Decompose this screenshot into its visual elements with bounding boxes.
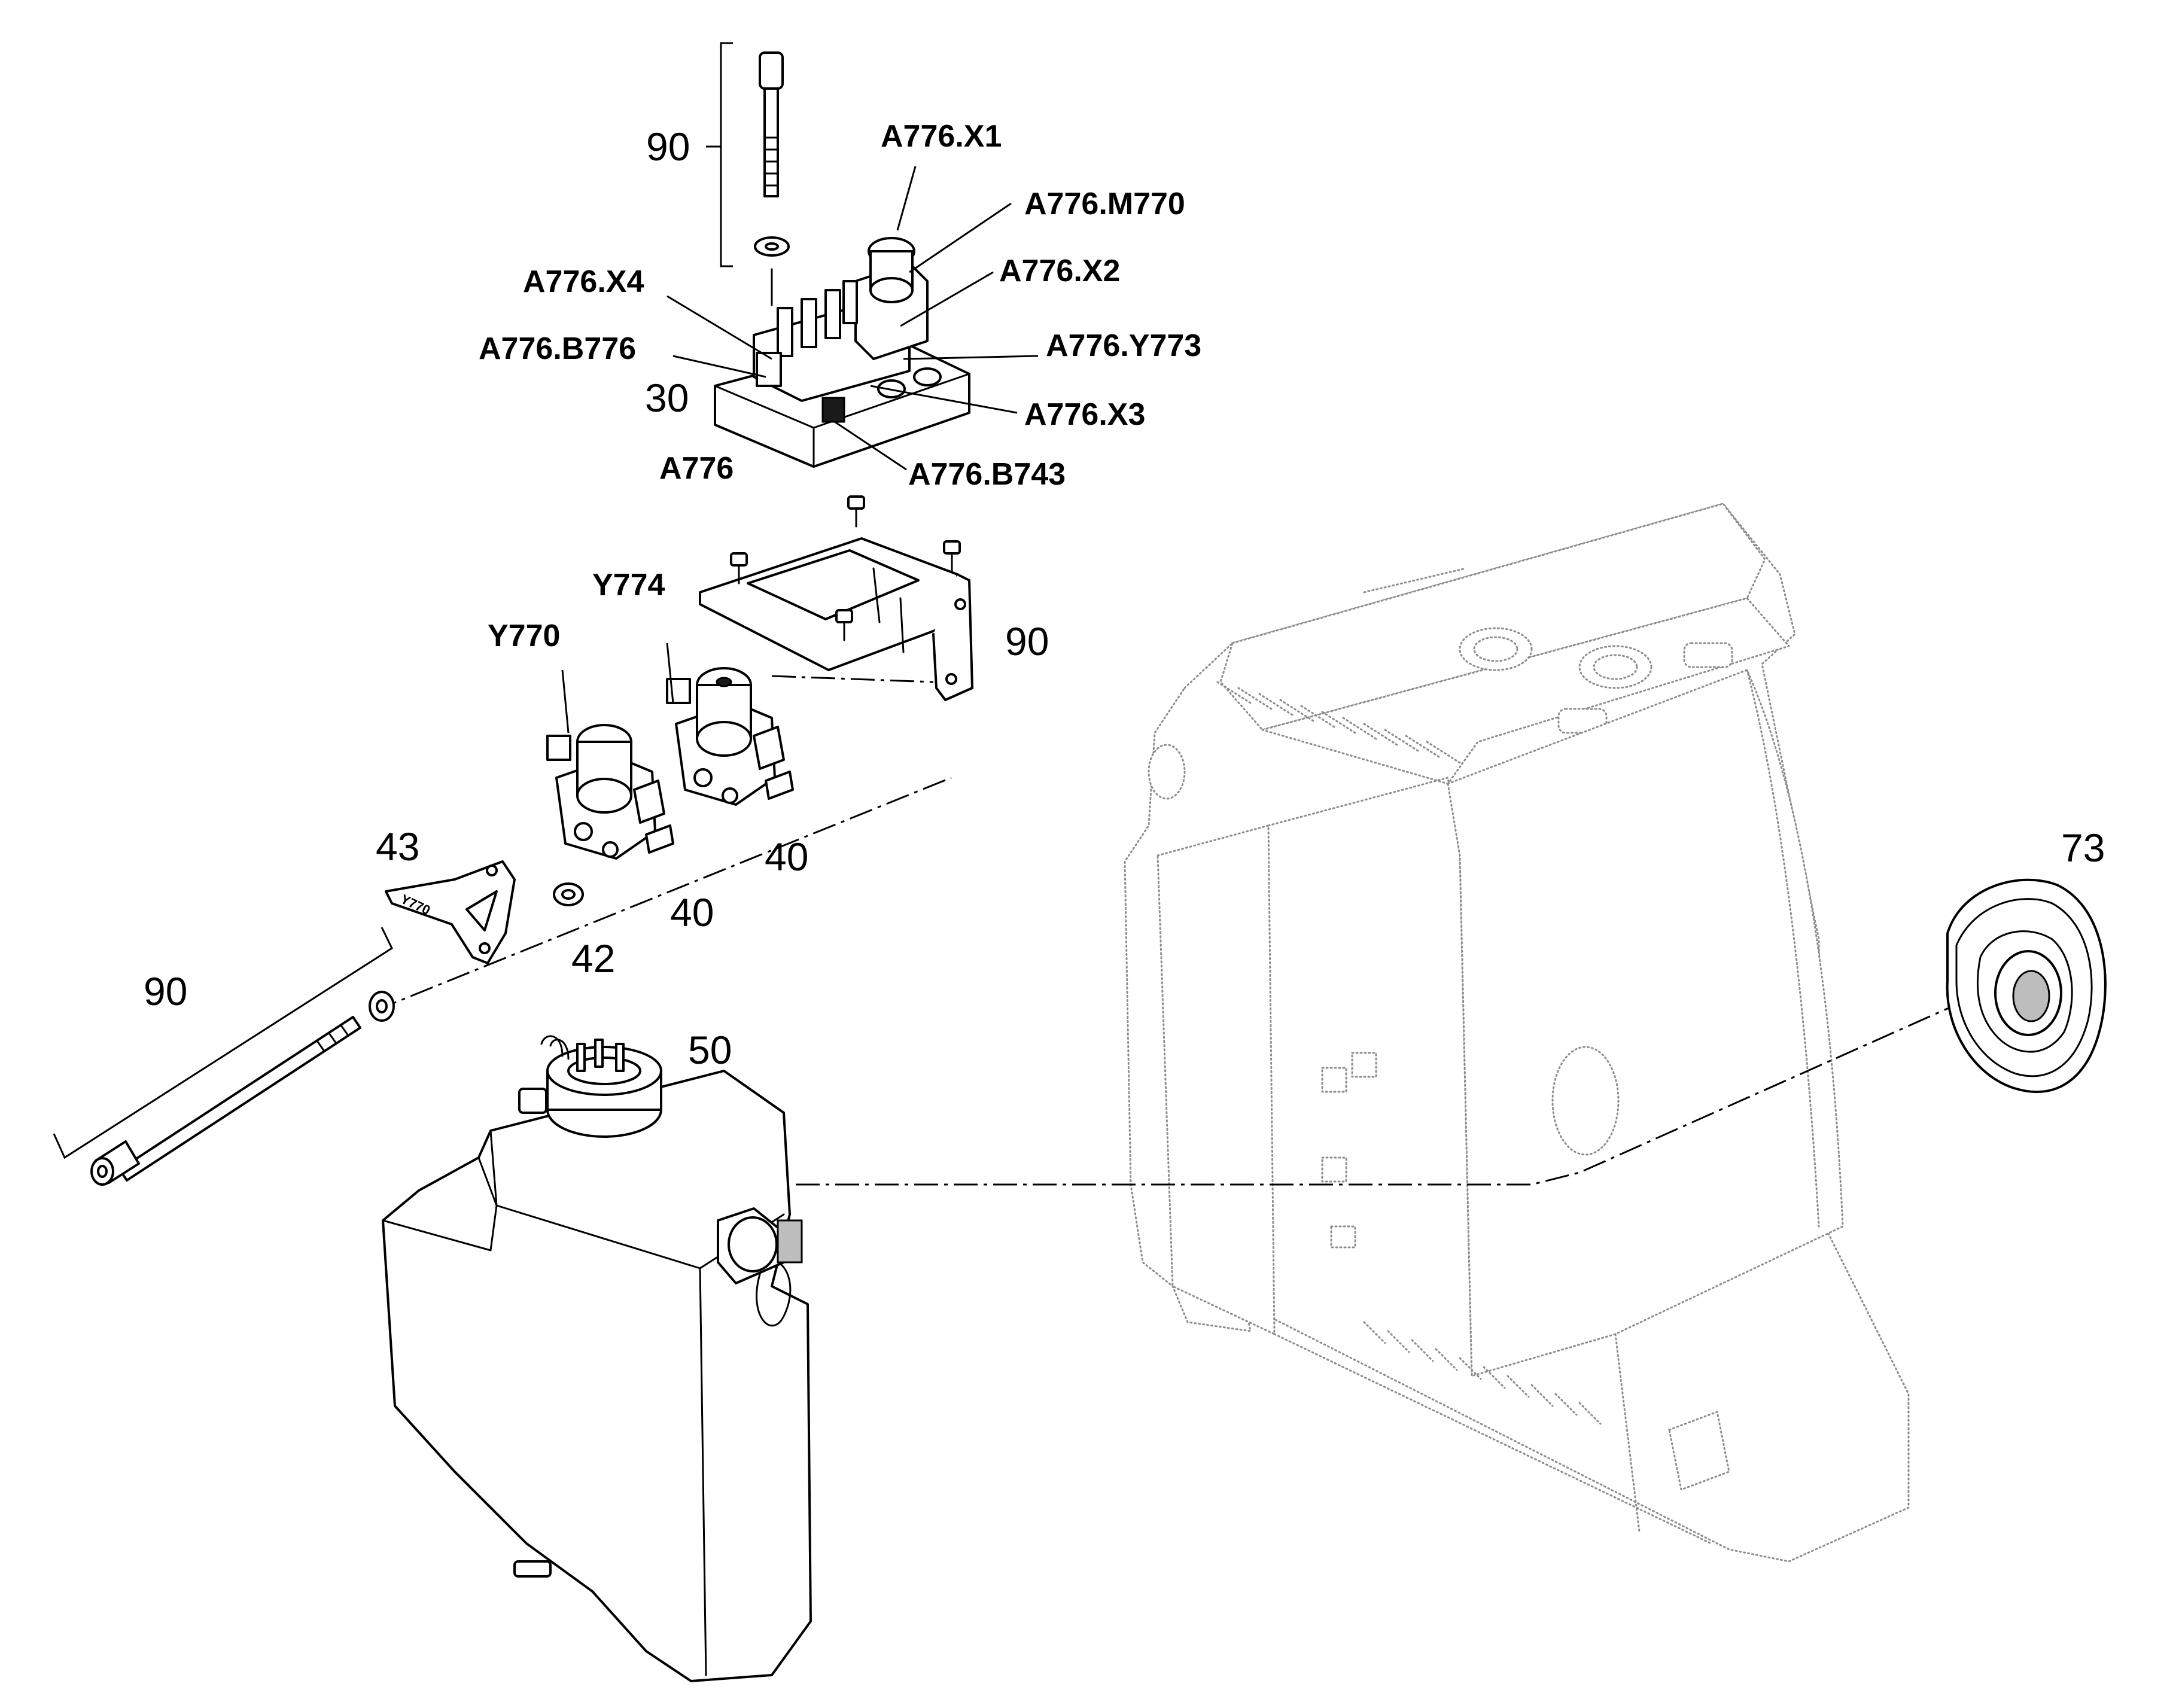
label-x2: A776.X2 (999, 254, 1120, 288)
label-b776: A776.B776 (479, 331, 636, 366)
grommet (1946, 878, 2107, 1093)
top-screw-group (706, 42, 790, 306)
mounting-bracket (699, 495, 973, 701)
label-manifold: 30 (645, 376, 689, 420)
label-long-screw: 90 (144, 969, 187, 1013)
bottom-vent-slots (1363, 1321, 1602, 1425)
label-y770: Y770 (488, 619, 560, 653)
label-x1: A776.X1 (881, 119, 1002, 154)
assembly-axis-lines (373, 675, 2077, 1186)
valve-y770 (546, 724, 674, 860)
leader-y774 (666, 643, 674, 704)
label-plate: 43 (376, 824, 419, 869)
leader-y770 (561, 669, 570, 733)
label-valve-a: 40 (765, 835, 808, 879)
label-bracket: 90 (1005, 619, 1049, 663)
label-m770: A776.M770 (1024, 187, 1185, 221)
label-y773: A776.Y773 (1046, 328, 1201, 363)
manifold-block (714, 237, 970, 468)
label-grommet: 73 (2061, 826, 2105, 870)
label-top-screw: 90 (646, 124, 690, 169)
label-valve-b: 40 (670, 890, 714, 934)
long-screw (53, 927, 395, 1186)
label-tank: 50 (688, 1028, 732, 1072)
label-assembly: A776 (659, 451, 734, 486)
label-y774: Y774 (592, 568, 665, 602)
label-b743: A776.B743 (908, 457, 1066, 492)
bracket-bolts (730, 495, 961, 641)
valve-y774 (666, 667, 794, 806)
washer (553, 882, 584, 906)
identification-plate: Y770 (385, 860, 516, 964)
fluid-tank (382, 1035, 812, 1682)
label-x4: A776.X4 (523, 264, 644, 299)
label-x3: A776.X3 (1024, 397, 1145, 432)
housing-ghost (1124, 503, 1910, 1563)
label-washer: 42 (571, 936, 615, 981)
manifold-leaders (667, 166, 1039, 471)
